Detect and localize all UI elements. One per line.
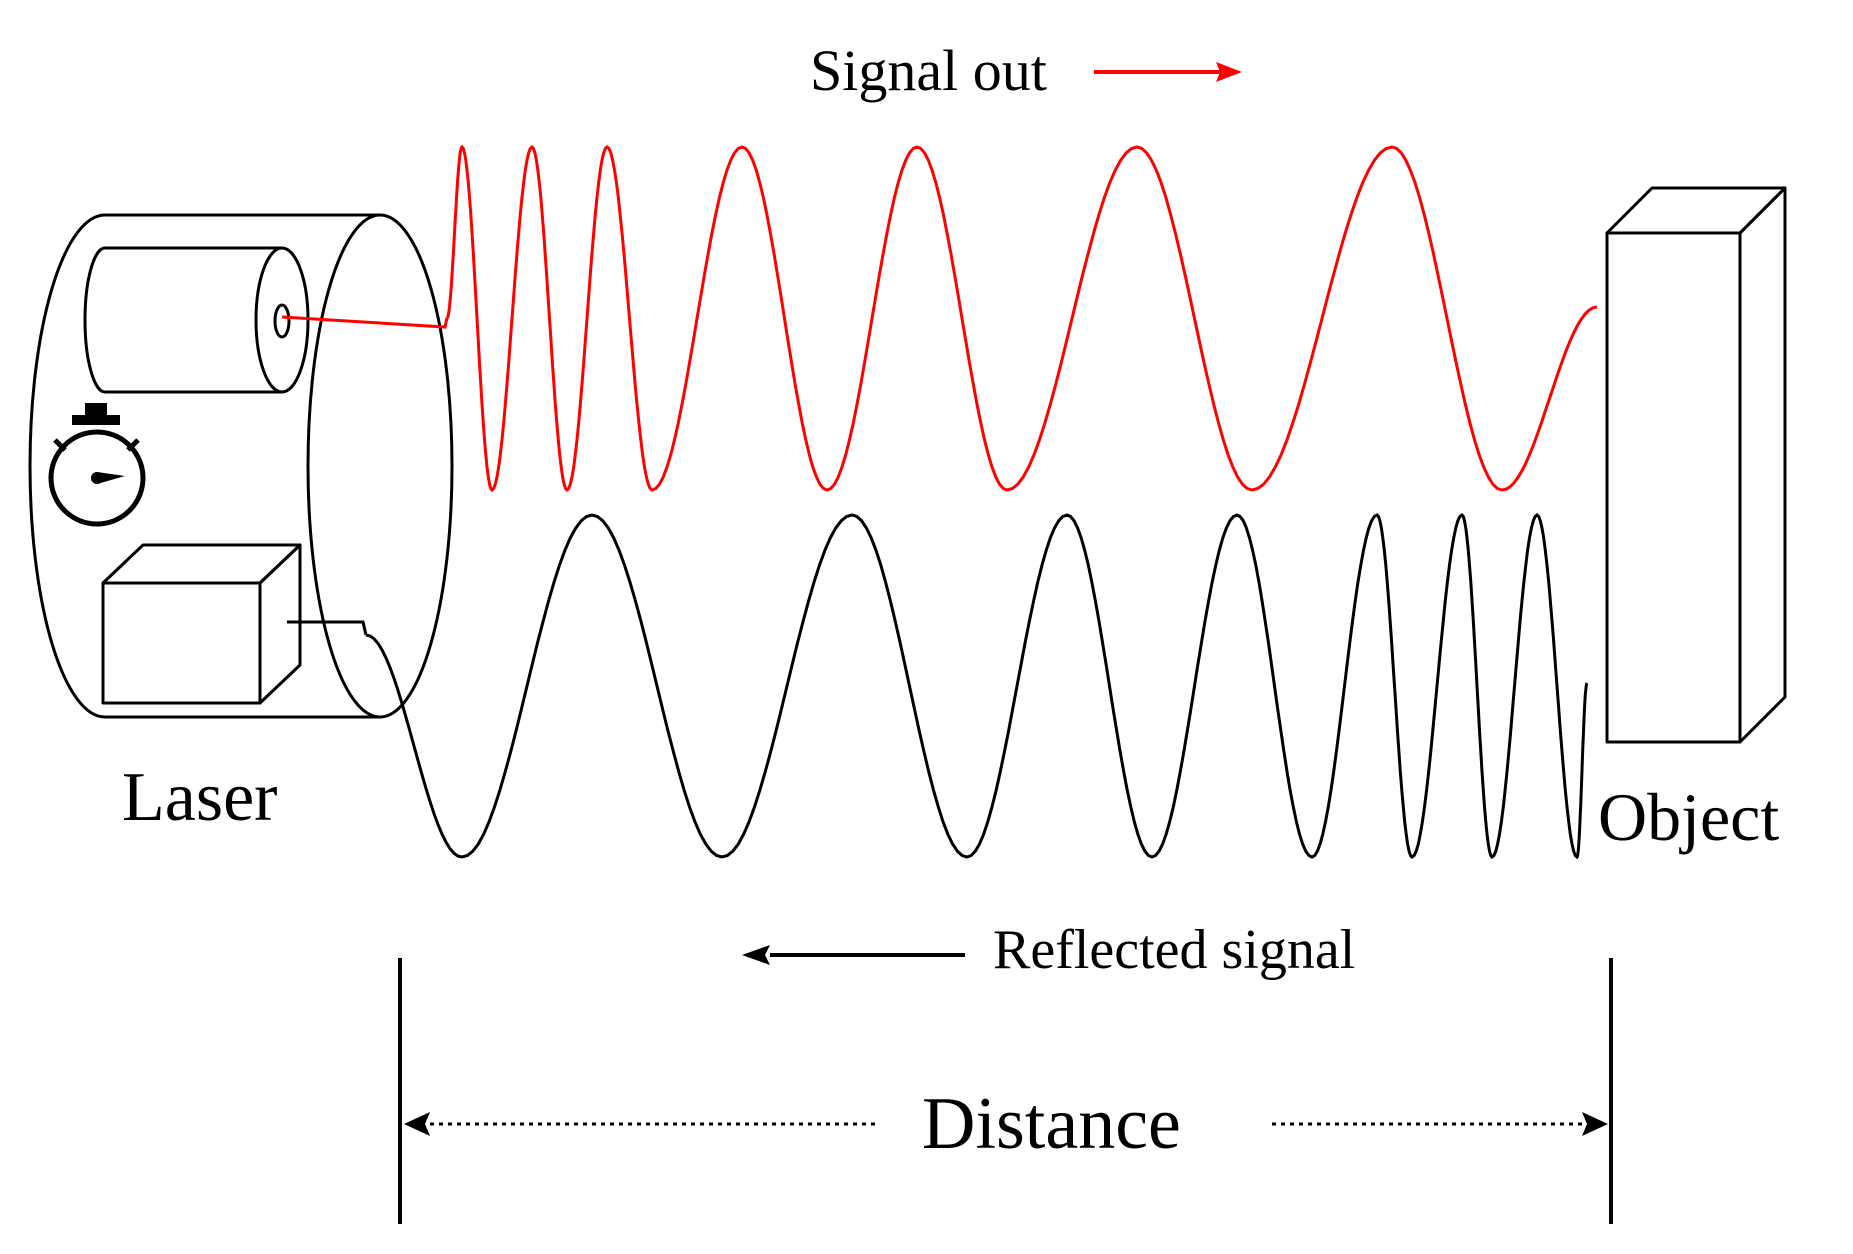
distance-label: Distance: [922, 1083, 1181, 1165]
reflected-signal-wave: [365, 512, 1589, 860]
laser-label: Laser: [122, 759, 277, 836]
emitter-connector-line: [281, 315, 449, 329]
signal-out-arrow: [1094, 62, 1242, 82]
signal-out-wave: [445, 144, 1598, 493]
object-label: Object: [1598, 779, 1779, 855]
object-block: [1605, 186, 1787, 744]
reflected-signal-label: Reflected signal: [993, 919, 1355, 981]
distance-markers: [398, 958, 1613, 1224]
distance-arrow-left: [404, 1112, 878, 1136]
laser-emitter-cylinder: [83, 246, 310, 394]
reflected-signal-arrow: [742, 945, 965, 965]
signal-out-label: Signal out: [810, 38, 1047, 103]
laser-housing: [28, 213, 454, 719]
receiver-box: [101, 543, 302, 705]
stopwatch-icon: [48, 403, 146, 527]
receiver-connector-line: [287, 620, 368, 636]
distance-arrow-right: [1272, 1112, 1608, 1136]
